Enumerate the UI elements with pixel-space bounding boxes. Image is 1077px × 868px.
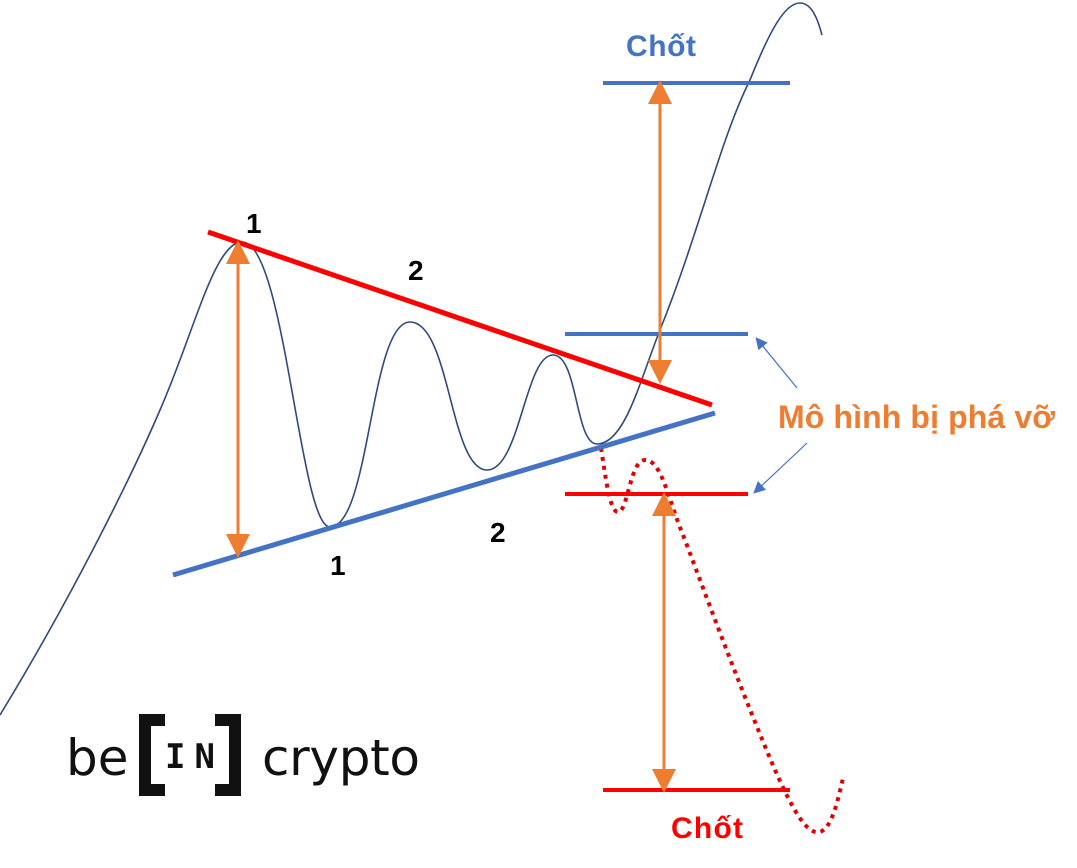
logo-right-bracket <box>215 714 241 796</box>
logo-mark: IN <box>165 737 215 777</box>
upper-touch-2: 2 <box>408 255 424 286</box>
pointer-arrow-up <box>755 337 798 389</box>
lower-touch-2: 2 <box>490 517 506 548</box>
pointer-arrow-down <box>753 442 808 494</box>
resistance-line <box>207 229 713 408</box>
target-bottom-label: Chốt <box>671 812 743 845</box>
breakdown-path <box>599 447 845 835</box>
breakout-label: Mô hình bị phá vỡ <box>778 399 1055 435</box>
support-line <box>172 410 716 578</box>
upper-touch-1: 1 <box>246 208 262 239</box>
logo-suffix: crypto <box>262 729 420 787</box>
logo-prefix: be <box>66 729 129 787</box>
lower-touch-1: 1 <box>330 550 346 581</box>
logo-left-bracket <box>139 714 165 796</box>
beincrypto-logo: be IN crypto <box>66 714 420 796</box>
target-top-label: Chốt <box>626 30 696 63</box>
price-curve <box>0 2 823 716</box>
